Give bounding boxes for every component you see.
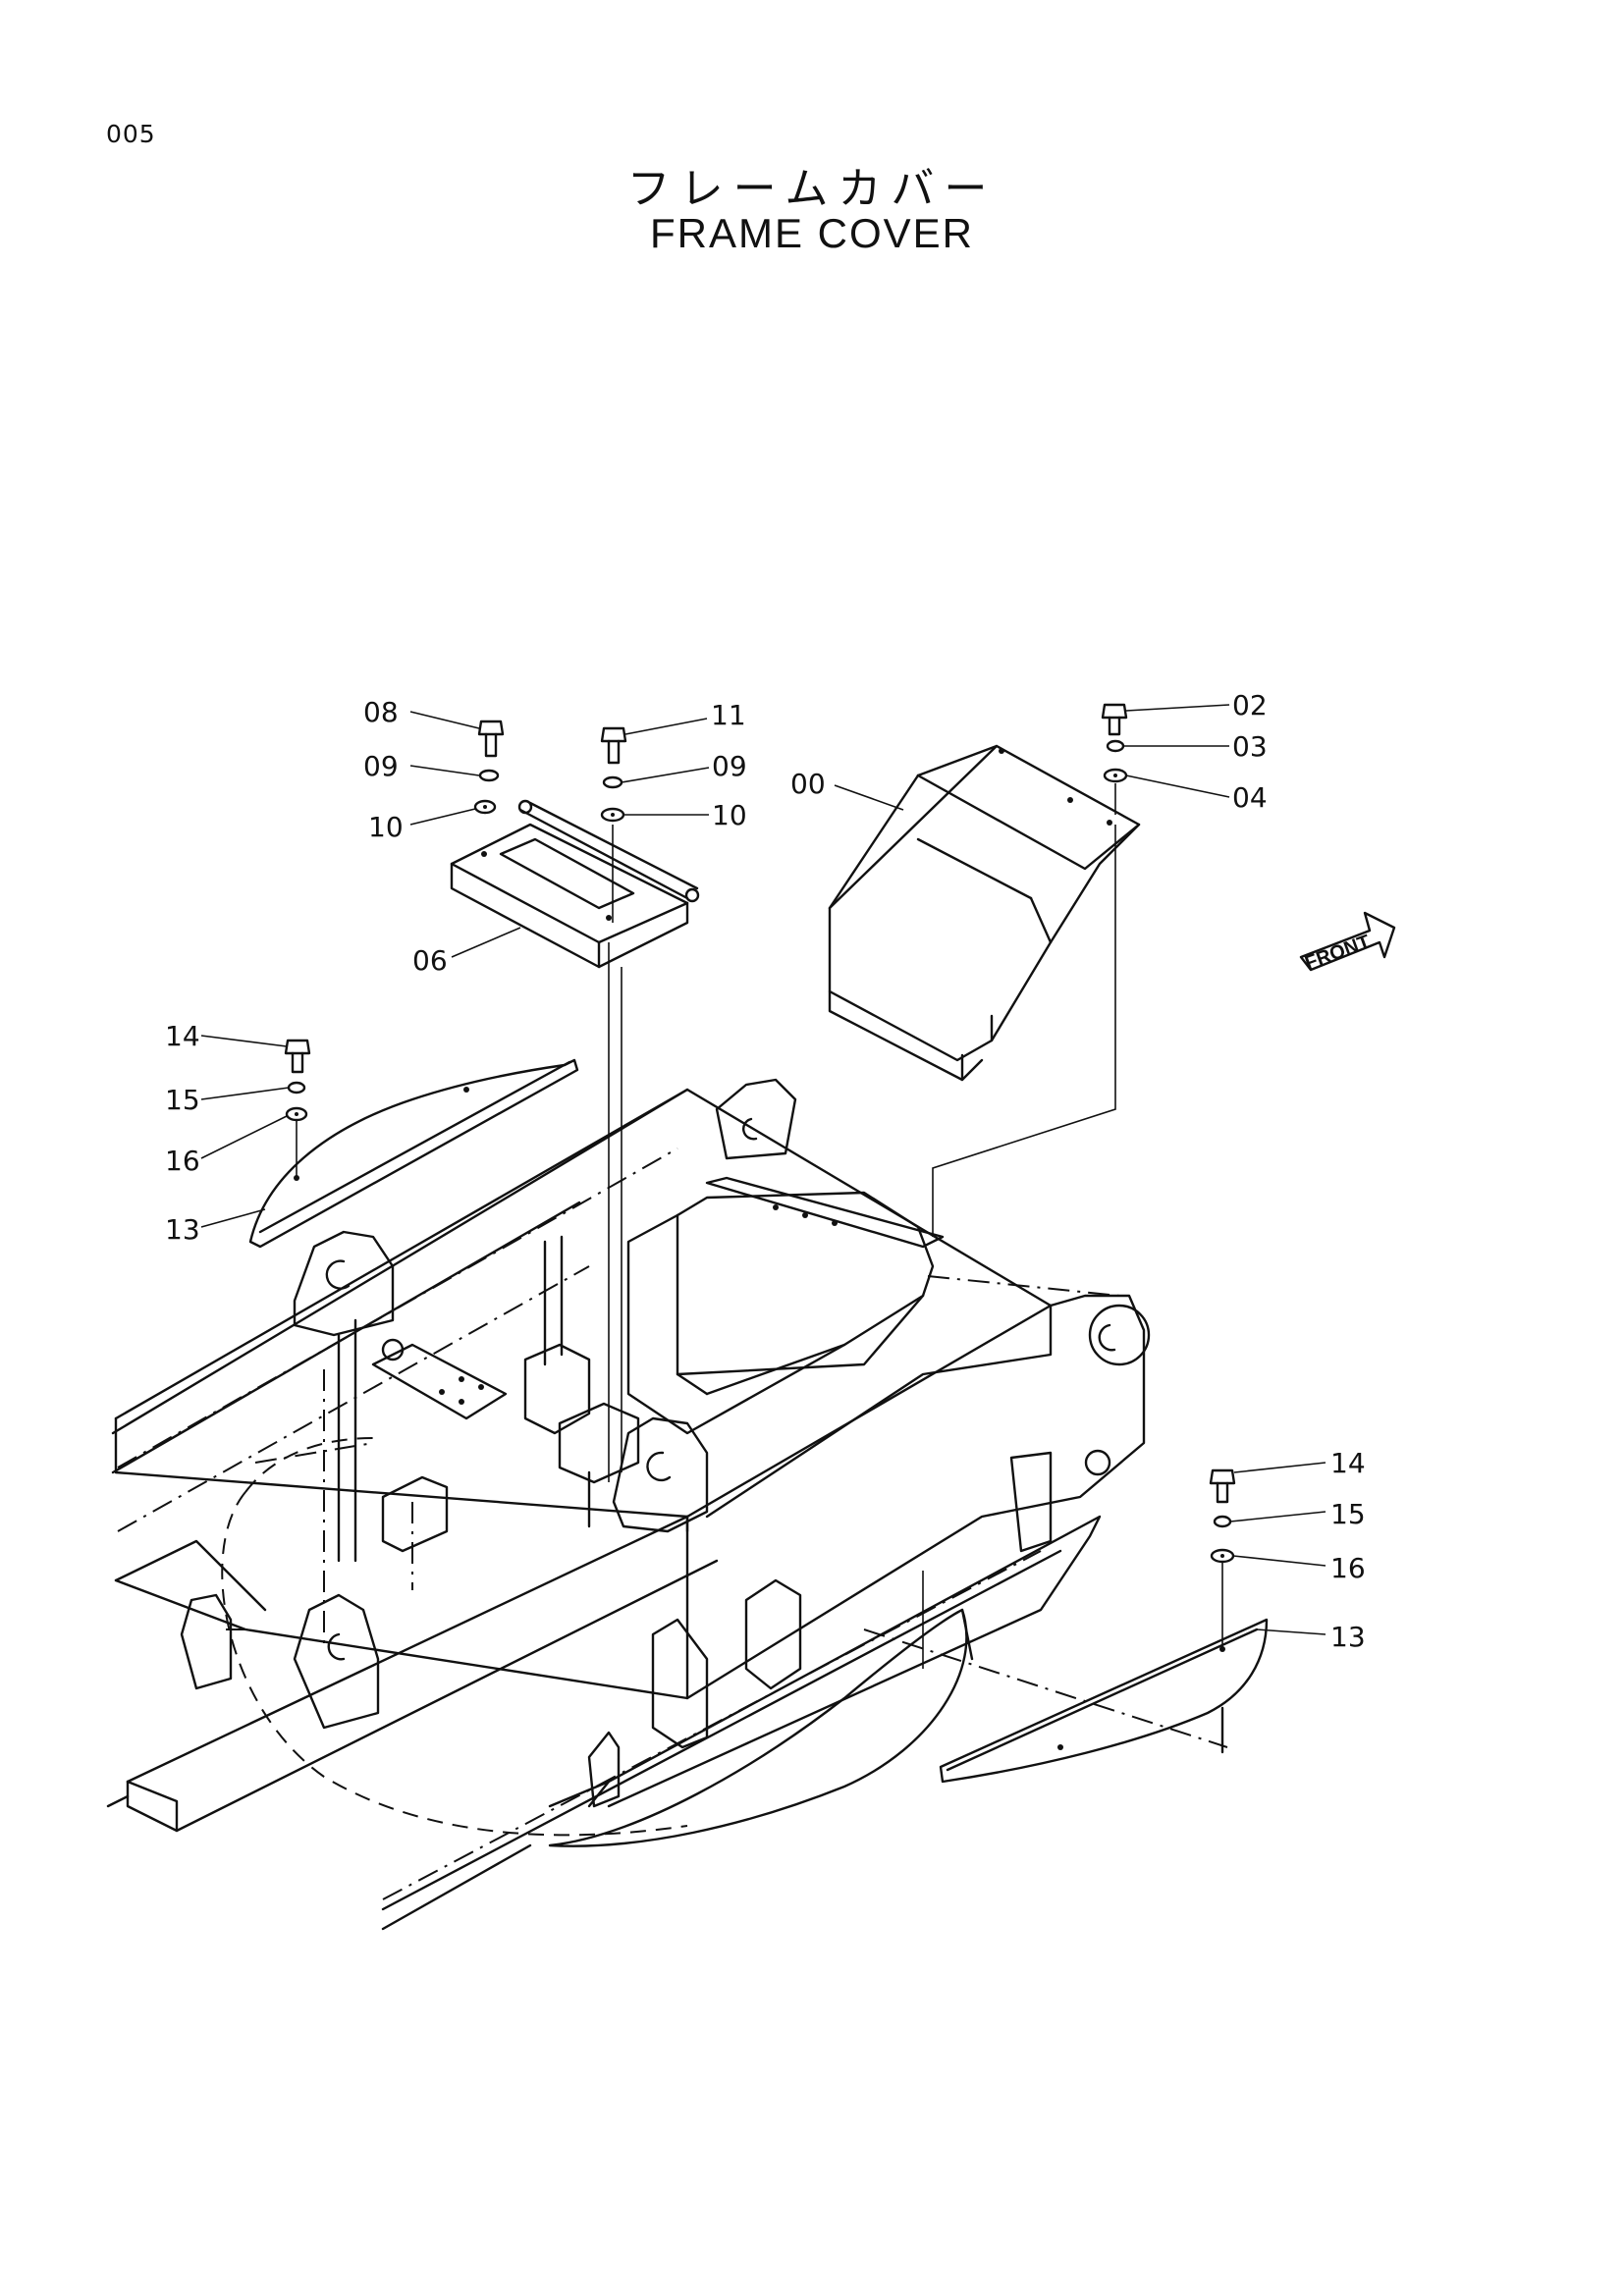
callout-09: 09 (363, 750, 399, 782)
callout-11: 11 (711, 699, 746, 731)
page-code: 005 (106, 120, 156, 148)
callout-10: 10 (712, 799, 747, 831)
callout-00: 00 (790, 768, 826, 800)
callout-15: 15 (1330, 1498, 1366, 1530)
callout-02: 02 (1232, 689, 1268, 721)
callout-04: 04 (1232, 781, 1268, 814)
leader-lines (200, 704, 1326, 1635)
swing-circle-phantom (221, 1491, 688, 1837)
side-cover-13-left (248, 1058, 579, 1249)
callout-03: 03 (1232, 730, 1268, 763)
callout-13: 13 (165, 1213, 200, 1246)
upper-frame (114, 1078, 1151, 1730)
callout-16: 16 (1330, 1552, 1366, 1584)
cover-plate-06 (450, 799, 700, 969)
callout-14: 14 (165, 1020, 200, 1052)
front-direction-arrow: FRONT (1299, 911, 1396, 975)
title-english: FRAME COVER (649, 210, 975, 256)
fasteners (284, 703, 1236, 1652)
callout-10: 10 (368, 811, 404, 843)
callout-06: 06 (412, 944, 448, 977)
assembly-lines (296, 783, 1223, 1669)
callout-15: 15 (165, 1084, 200, 1116)
side-cover-13-right (939, 1618, 1269, 1784)
center-lines (117, 1148, 1228, 1900)
front-label: FRONT (1302, 931, 1373, 974)
title-japanese: フレームカバー (626, 164, 998, 214)
callout-16: 16 (165, 1145, 200, 1177)
callout-09: 09 (712, 750, 747, 782)
callout-08: 08 (363, 696, 399, 728)
callout-labels: 08 09 10 11 09 10 06 00 02 03 04 14 15 1… (165, 689, 1366, 1653)
callout-13: 13 (1330, 1621, 1366, 1653)
frame-cover-00 (828, 744, 1141, 1082)
callout-14: 14 (1330, 1447, 1366, 1479)
